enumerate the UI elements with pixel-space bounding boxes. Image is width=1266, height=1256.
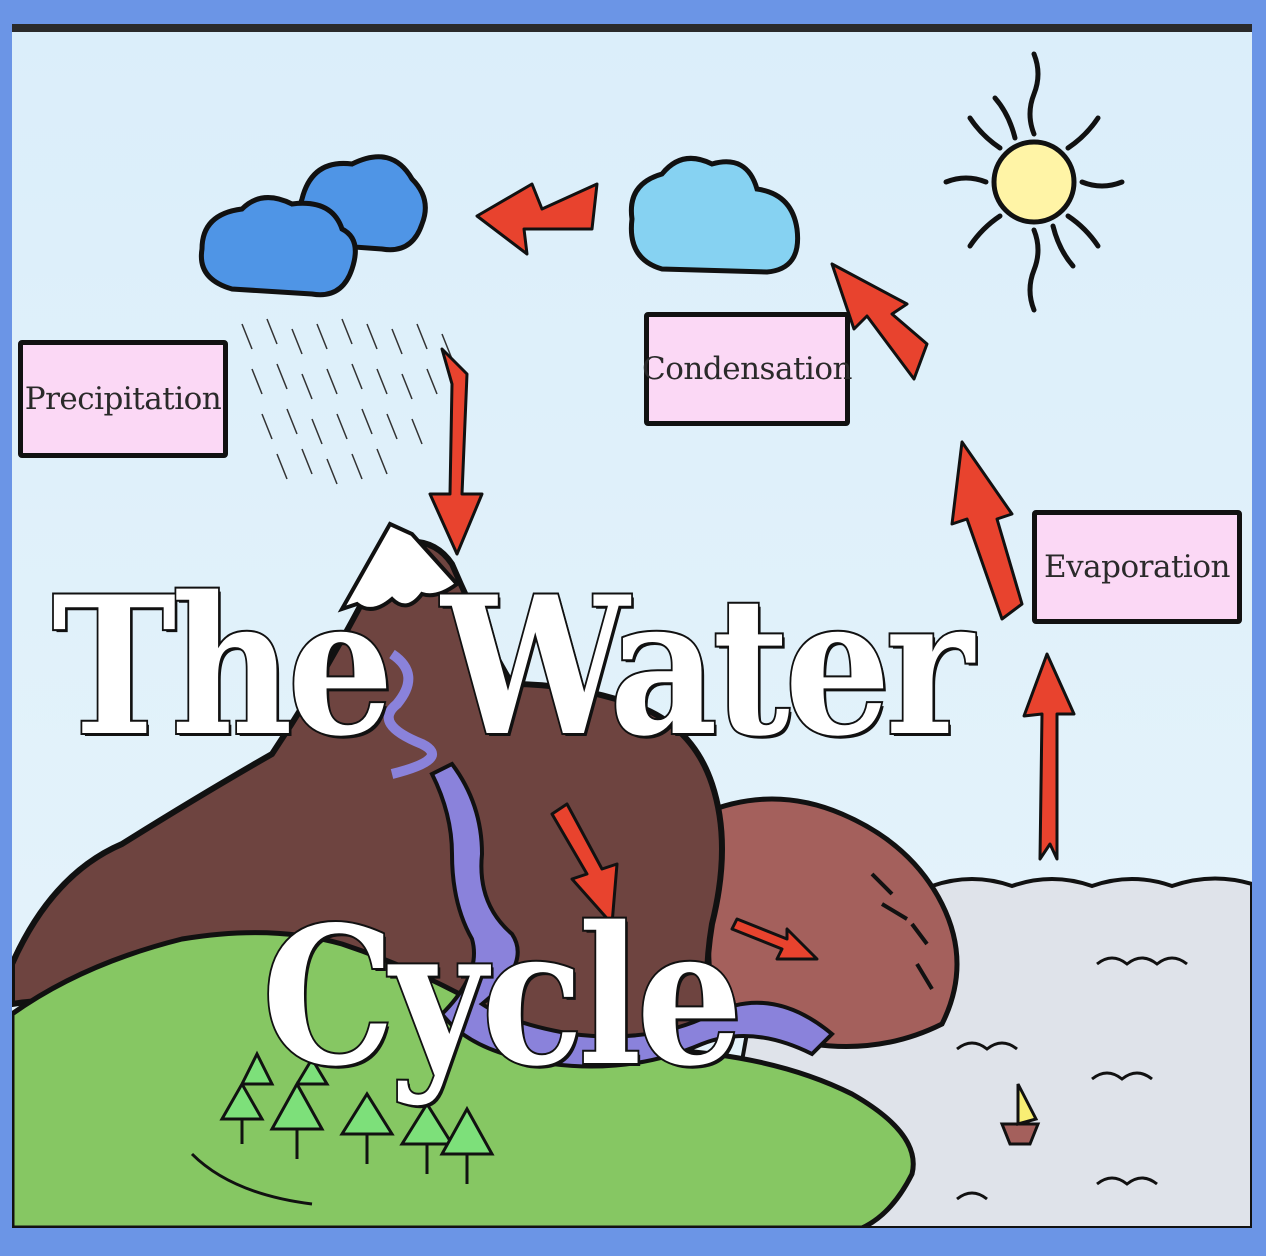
grass-inner-line xyxy=(190,1152,313,1206)
diagram-frame: Precipitation Condensation Evaporation T… xyxy=(12,24,1252,1228)
condensation-label-text: Condensation xyxy=(642,351,852,387)
title-line-1: The Water xyxy=(50,555,975,778)
rain-cloud-icon xyxy=(198,154,453,485)
arrow-up-to-cond xyxy=(950,440,1024,621)
evaporation-label-text: Evaporation xyxy=(1044,549,1230,585)
title-line-2: Cycle xyxy=(260,885,744,1108)
waves xyxy=(956,956,1188,1201)
river xyxy=(429,761,835,1069)
precipitation-label-text: Precipitation xyxy=(24,381,222,417)
arrow-condense-to-rain xyxy=(475,182,599,256)
water-cycle-illustration xyxy=(12,24,1252,1228)
cycle-arrows xyxy=(428,182,1076,961)
arrow-runoff-1 xyxy=(550,802,619,926)
evaporation-label: Evaporation xyxy=(1032,510,1242,624)
precipitation-label: Precipitation xyxy=(18,340,228,458)
mountain-stream xyxy=(383,649,437,779)
arrow-evap-to-cond xyxy=(830,262,929,381)
cloud-icon xyxy=(628,155,801,275)
boat-icon xyxy=(999,1083,1041,1146)
right-hill xyxy=(699,796,960,1049)
arrow-runoff-2 xyxy=(730,917,819,961)
tree-icon xyxy=(219,1050,495,1184)
condensation-label: Condensation xyxy=(642,312,852,426)
snow-cap xyxy=(337,521,460,613)
arrow-precip-down xyxy=(428,347,484,556)
arrow-sea-up xyxy=(1022,652,1076,861)
top-bar xyxy=(12,24,1252,32)
cliff-marks xyxy=(870,872,934,991)
sun-icon xyxy=(943,51,1125,313)
